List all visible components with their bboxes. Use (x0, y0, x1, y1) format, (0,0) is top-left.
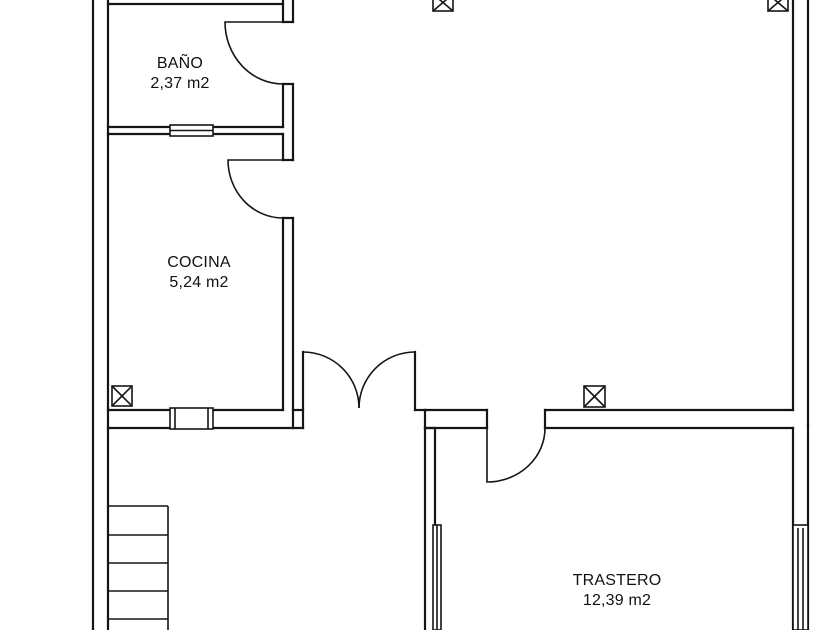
window-icon (792, 524, 809, 630)
room-area: 2,37 m2 (150, 75, 210, 92)
stair-icon (107, 505, 169, 630)
room-name: COCINA (167, 254, 231, 271)
ventilation-shaft-icon (111, 385, 133, 407)
door-swing-icon (224, 21, 284, 85)
room-label-bano: BAÑO 2,37 m2 (150, 54, 209, 94)
room-label-cocina: COCINA 5,24 m2 (167, 253, 230, 293)
room-area: 5,24 m2 (169, 274, 229, 291)
window-icon (169, 407, 214, 430)
ventilation-shaft-icon (583, 385, 606, 408)
ventilation-shaft-icon (767, 0, 789, 12)
room-name: BAÑO (156, 55, 204, 72)
door-swing-icon (486, 427, 546, 483)
room-area: 12,39 m2 (582, 592, 652, 609)
room-name: TRASTERO (572, 572, 662, 589)
door-swing-icon (358, 351, 416, 409)
ventilation-shaft-icon (432, 0, 454, 12)
door-swing-icon (302, 351, 360, 409)
door-swing-icon (227, 159, 284, 219)
room-label-trastero: TRASTERO 12,39 m2 (573, 571, 662, 611)
